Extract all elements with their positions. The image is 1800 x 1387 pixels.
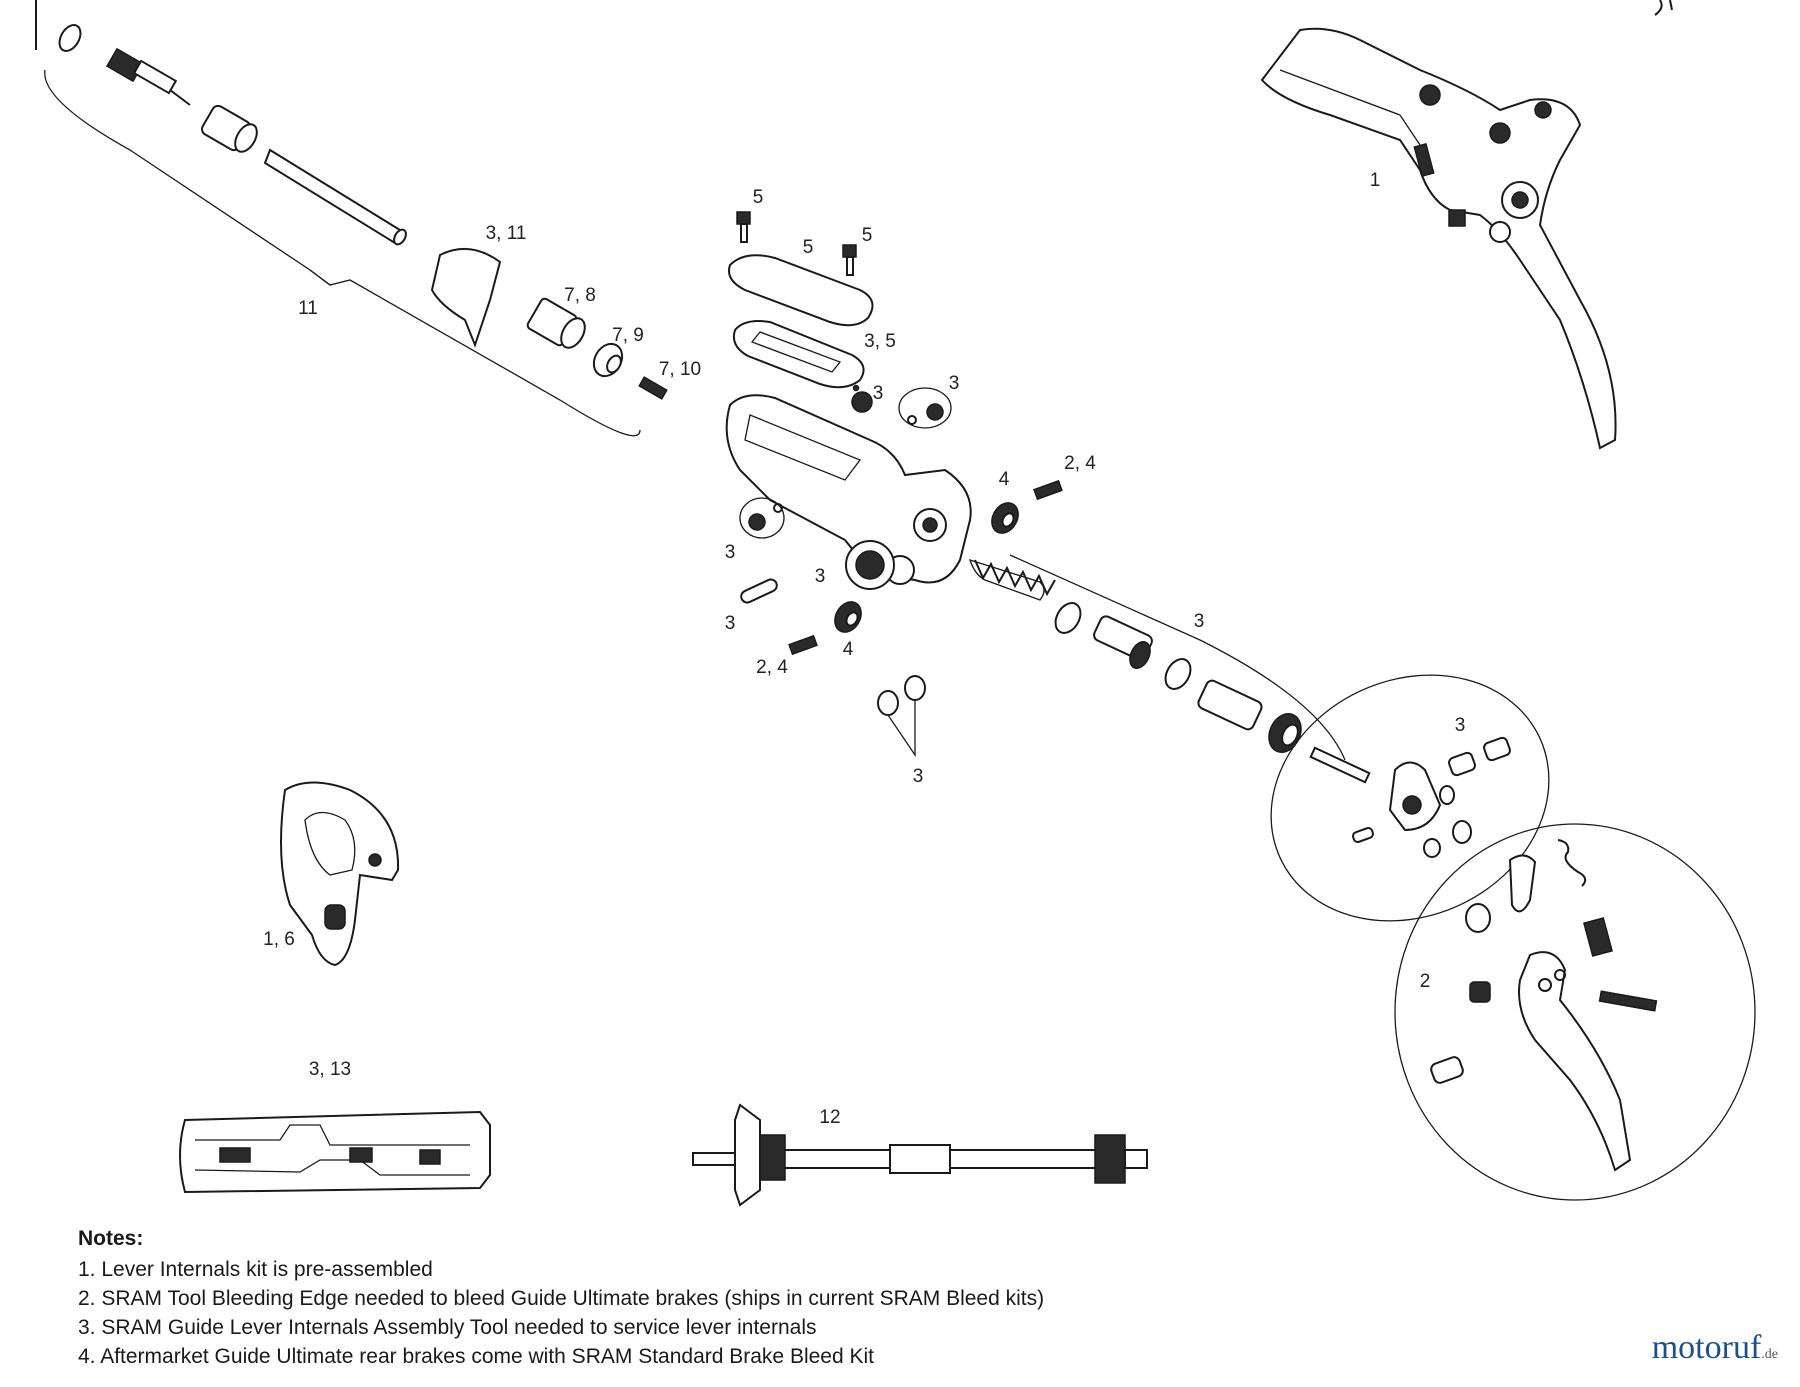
detail-circle-lever-blade [1394, 823, 1756, 1201]
callout-label: 3 [872, 383, 884, 404]
detail-circle-internals [1270, 674, 1550, 922]
piston-assembly [968, 554, 1371, 784]
callout-label: 12 [819, 1107, 841, 1128]
set-screw [739, 497, 785, 539]
cam-ring [1268, 713, 1302, 753]
insert [638, 376, 668, 400]
bearing [991, 502, 1019, 534]
pivot-bolt [1033, 479, 1063, 501]
note-line: 1. Lever Internals kit is pre-assembled [78, 1258, 433, 1281]
callout-label: 4 [842, 639, 854, 660]
hose-barb [105, 47, 191, 106]
callout-label: 3 [948, 373, 960, 394]
note-line: 4. Aftermarket Guide Ultimate rear brake… [78, 1345, 875, 1368]
bearing [834, 601, 862, 633]
pivot-pin [740, 578, 778, 604]
hose-fitting-kit [44, 47, 668, 437]
callout-label: 3 [1454, 715, 1466, 736]
hose-cover [430, 247, 502, 348]
callout-label: 3 [912, 766, 924, 787]
callout-label: 1, 6 [263, 929, 295, 950]
corner-mark [1654, 0, 1673, 16]
reservoir-bladder [732, 320, 865, 389]
note-line: 2. SRAM Tool Bleeding Edge needed to ble… [78, 1287, 1045, 1310]
callout-label: 1 [1369, 170, 1381, 191]
callout-label: 5 [861, 225, 873, 246]
bushings [877, 675, 926, 716]
callout-label: 2, 4 [756, 657, 788, 678]
olive [592, 342, 624, 378]
watermark-tld: .de [1761, 1347, 1778, 1362]
callout-label: 3, 5 [864, 331, 896, 352]
pivot-bolt [788, 634, 818, 656]
watermark-brand: motoruf [1651, 1329, 1762, 1366]
callout-label: 7, 8 [564, 285, 596, 306]
reservoir-cap [728, 254, 874, 327]
watermark-logo: motoruf.de [1652, 1329, 1778, 1367]
cap-screw [842, 244, 857, 276]
callout-label: 3, 11 [485, 223, 527, 244]
bleed-port-screw [851, 384, 873, 413]
callout-label: 2, 4 [1064, 453, 1096, 474]
reservoir-cap-assembly [728, 211, 874, 389]
note-line: 3. SRAM Guide Lever Internals Assembly T… [78, 1316, 817, 1339]
callout-label: 3 [724, 613, 736, 634]
callout-label: 5 [752, 187, 764, 208]
compression-nut [526, 297, 586, 349]
lever-body [725, 394, 972, 585]
return-spring [974, 559, 1056, 597]
callout-label: 11 [298, 298, 318, 319]
callout-label: 3 [814, 566, 826, 587]
callout-label: 2 [1419, 971, 1431, 992]
internals-assembly-tool [179, 1110, 491, 1194]
handlebar-clamp [280, 781, 400, 967]
callout-label: 3, 13 [308, 1059, 352, 1080]
callout-label: 3 [1193, 611, 1205, 632]
cap-screw [736, 211, 751, 243]
piston-sleeve [1197, 679, 1263, 731]
callout-label: 7, 10 [658, 359, 702, 380]
notes-section: Notes: 1. Lever Internals kit is pre-ass… [78, 1227, 1278, 1371]
push-rod [1309, 746, 1371, 784]
compression-sleeve [201, 104, 258, 153]
piston [1093, 615, 1153, 669]
callout-label: 4 [998, 469, 1010, 490]
hose-segment [263, 148, 407, 246]
reach-adjust-screw [898, 387, 952, 429]
lever-assembly [1260, 27, 1617, 450]
callout-label: 3 [724, 542, 736, 563]
bleed-edge-tool [692, 1103, 1148, 1207]
callout-label: 5 [802, 237, 814, 258]
notes-heading: Notes: [78, 1227, 144, 1250]
callout-label: 7, 9 [612, 325, 644, 346]
contact-adjust-wheel [845, 540, 895, 590]
o-ring [58, 24, 82, 52]
